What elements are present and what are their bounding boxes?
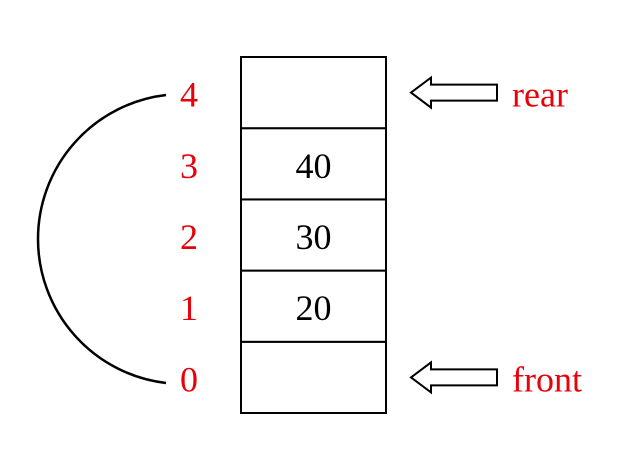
pointer-indicators: rear front: [409, 75, 582, 399]
slot-index-labels: 0 1 2 3 4: [180, 75, 198, 400]
slot-index-3: 3: [180, 146, 198, 186]
queue-cells: 20 30 40: [240, 56, 387, 414]
front-pointer-arrow-icon: [409, 360, 498, 395]
slot-index-2: 2: [180, 217, 198, 257]
slot-index-1: 1: [180, 288, 198, 328]
rear-pointer-label: rear: [512, 75, 568, 115]
rear-pointer-arrow-icon: [409, 75, 498, 110]
slot-index-4: 4: [180, 75, 198, 115]
queue-cell-4: [240, 56, 387, 130]
queue-cell-value-3: 40: [296, 146, 332, 186]
queue-cell-1: [240, 269, 387, 343]
slot-index-0: 0: [180, 359, 198, 399]
queue-cell-value-1: 20: [296, 288, 332, 328]
queue-cell-0: [240, 340, 387, 414]
front-pointer-label: front: [512, 359, 582, 399]
queue-cell-2: [240, 198, 387, 272]
wrap-around-arc-icon: [36, 93, 167, 385]
queue-cell-value-2: 30: [296, 217, 332, 257]
